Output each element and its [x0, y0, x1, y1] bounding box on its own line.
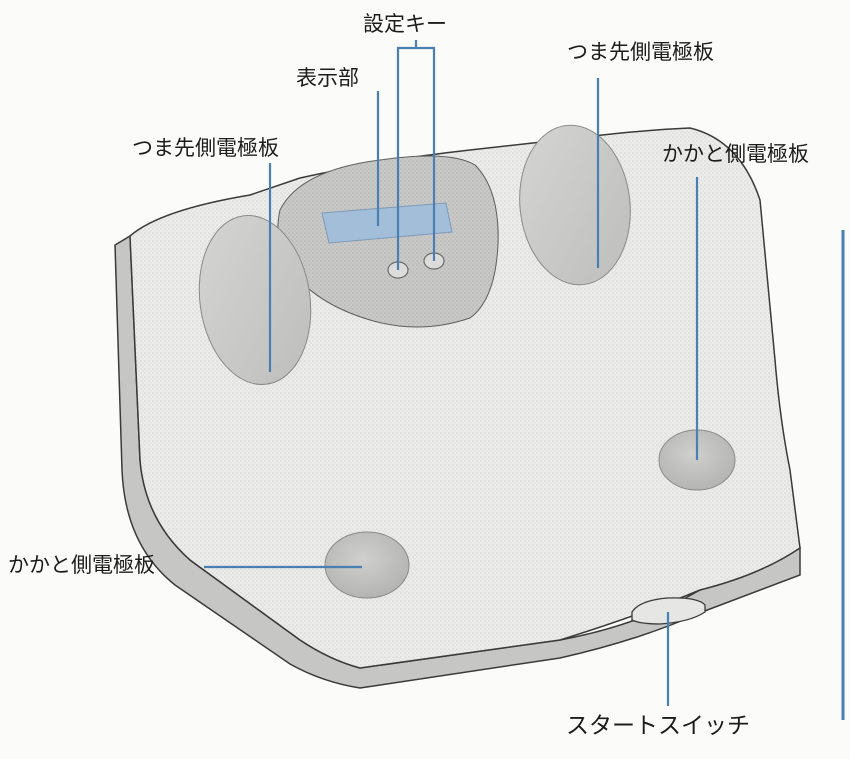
label-toe-electrode-right: つま先側電極板	[567, 40, 714, 64]
display-panel	[321, 202, 453, 244]
leader-settings-keys	[396, 40, 436, 270]
toe-electrode-right	[519, 124, 631, 286]
toe-electrode-left	[198, 214, 312, 386]
leader-lines	[204, 40, 699, 706]
label-start-switch: スタートスイッチ	[566, 713, 750, 739]
label-toe-electrode-left: つま先側電極板	[132, 136, 279, 160]
label-display: 表示部	[296, 66, 359, 90]
label-heel-electrode-right: かかと側電極板	[662, 142, 809, 166]
label-settings-keys: 設定キー	[363, 12, 447, 36]
start-switch	[631, 597, 706, 625]
heel-electrode-left	[324, 531, 410, 599]
label-heel-electrode-left: かかと側電極板	[8, 553, 155, 577]
